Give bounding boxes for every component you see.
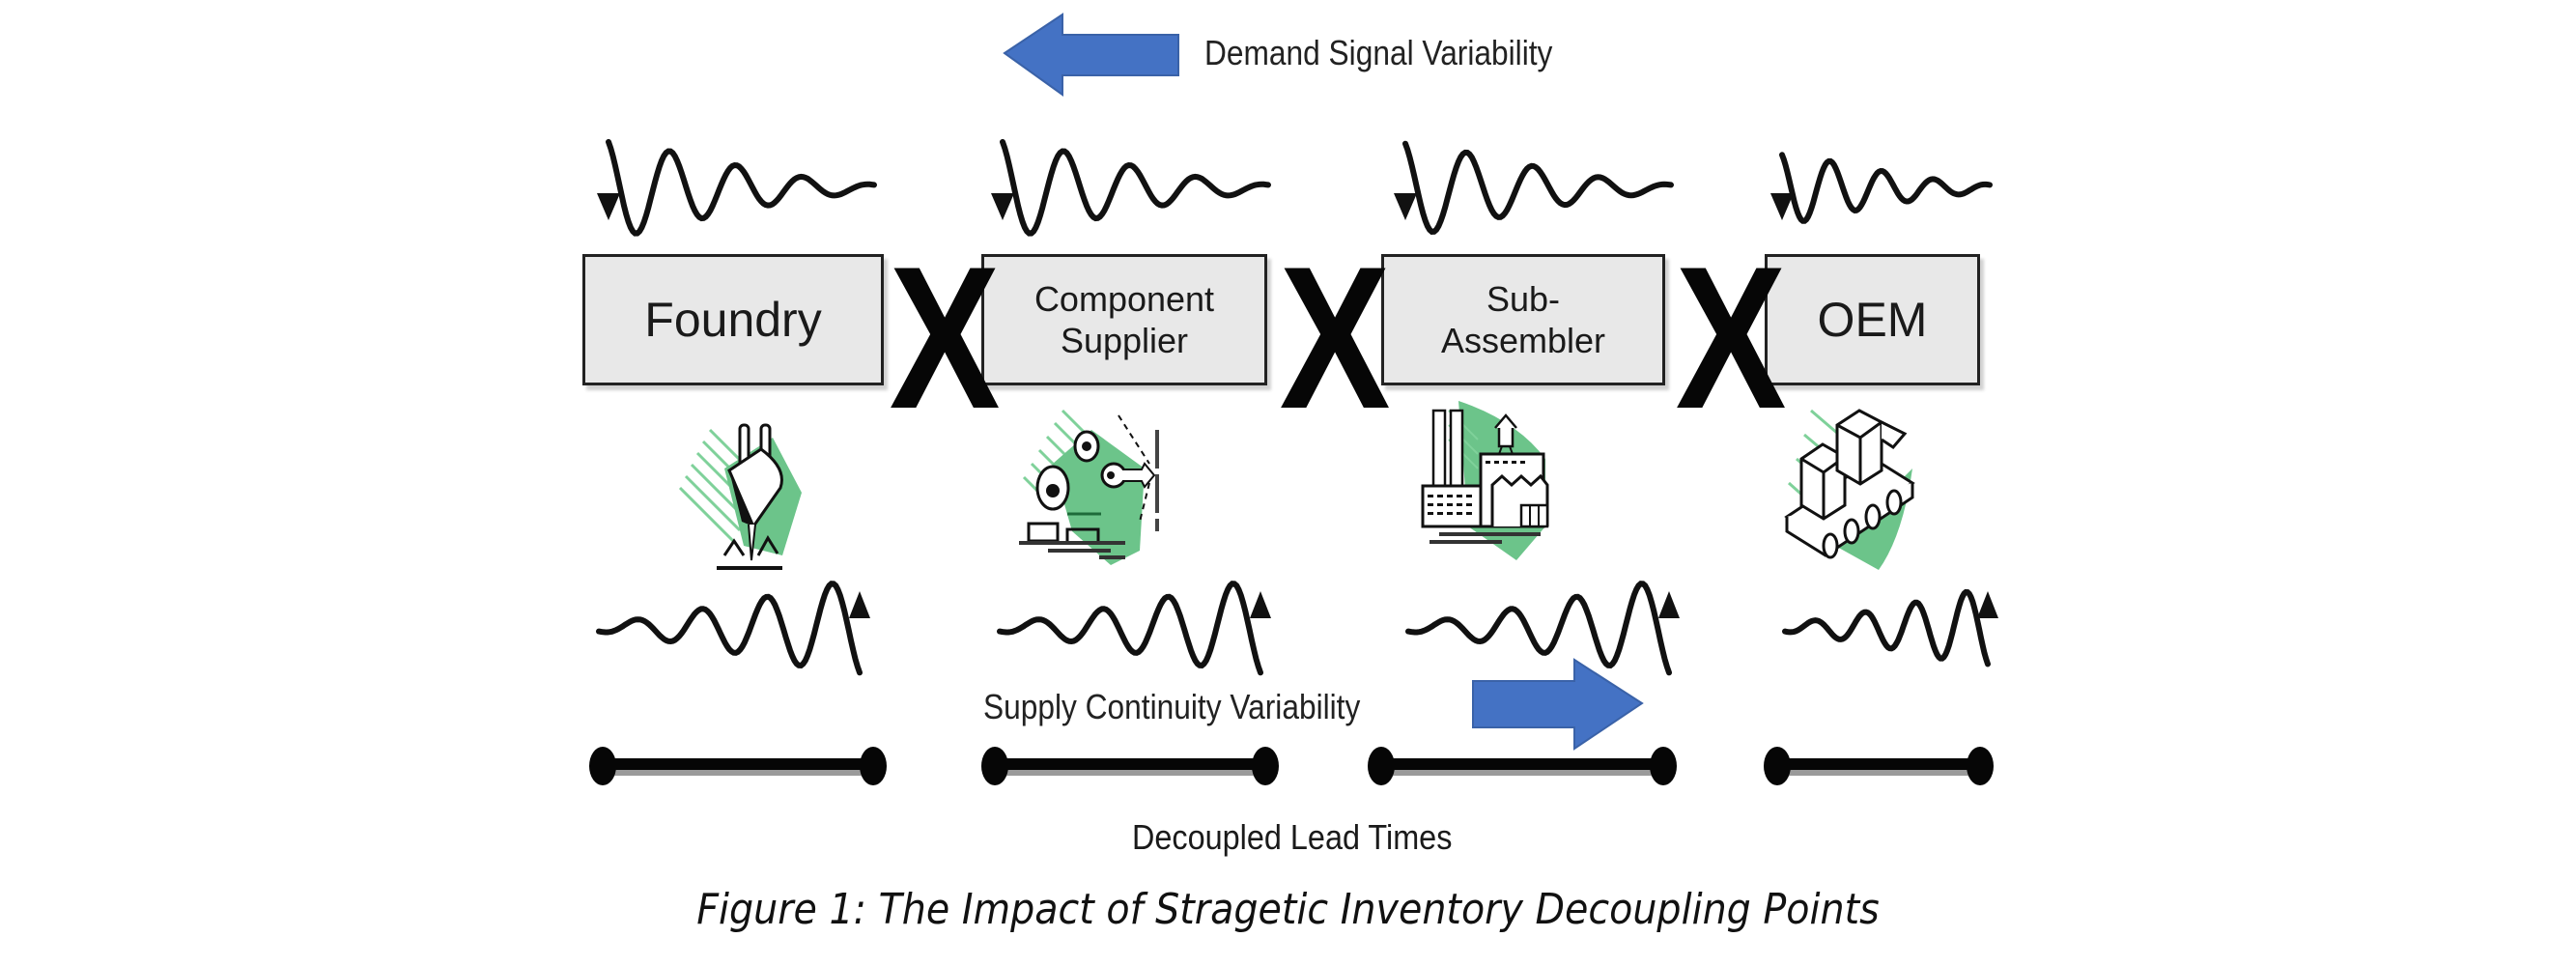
growing-wave-arrow-up-icon bbox=[596, 581, 870, 676]
stage-oem: OEM bbox=[1765, 254, 1980, 385]
growing-wave-arrow-up-icon bbox=[1782, 588, 1998, 668]
figure-caption: Figure 1: The Impact of Stragetic Invent… bbox=[696, 885, 1880, 934]
stage-component-supplier: Component Supplier bbox=[981, 254, 1267, 385]
damped-wave-arrow-left-icon bbox=[991, 138, 1271, 237]
lead-time-bar-icon bbox=[981, 747, 1279, 785]
damped-wave-arrow-left-icon bbox=[1394, 140, 1674, 235]
factory-icon bbox=[1421, 401, 1549, 560]
stage-label: Sub- Assembler bbox=[1440, 278, 1606, 360]
growing-wave-arrow-up-icon bbox=[1405, 581, 1680, 676]
stage-label: Foundry bbox=[644, 293, 822, 347]
arrow-right-icon bbox=[1472, 658, 1644, 751]
arrow-left-icon bbox=[1003, 13, 1179, 97]
stage-label: OEM bbox=[1817, 293, 1928, 347]
stage-foundry: Foundry bbox=[582, 254, 884, 385]
damped-wave-arrow-left-icon bbox=[597, 138, 877, 237]
decoupled-lead-times-label: Decoupled Lead Times bbox=[1132, 817, 1453, 857]
foundry-ladle-icon bbox=[678, 423, 802, 570]
decoupling-point-marker: X bbox=[889, 224, 1001, 451]
conveyor-boxes-icon bbox=[1784, 409, 1915, 570]
robot-arm-icon bbox=[1019, 409, 1159, 565]
decoupling-point-marker: X bbox=[1279, 224, 1391, 451]
decoupling-point-marker: X bbox=[1675, 224, 1787, 451]
lead-time-bar-icon bbox=[1764, 747, 1994, 785]
supply-continuity-label: Supply Continuity Variability bbox=[983, 687, 1361, 726]
damped-wave-arrow-left-icon bbox=[1770, 152, 1993, 224]
stage-sub-assembler: Sub- Assembler bbox=[1381, 254, 1665, 385]
demand-signal-label: Demand Signal Variability bbox=[1204, 33, 1553, 72]
growing-wave-arrow-up-icon bbox=[997, 581, 1271, 676]
lead-time-bar-icon bbox=[589, 747, 887, 785]
stage-label: Component Supplier bbox=[1033, 278, 1215, 360]
lead-time-bar-icon bbox=[1368, 747, 1677, 785]
